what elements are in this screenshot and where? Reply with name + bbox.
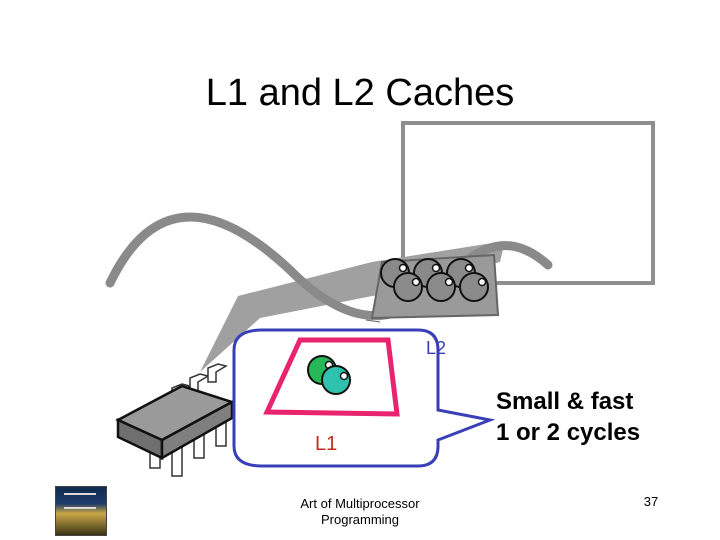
slide-number: 37 — [643, 494, 659, 509]
l1-cache-balls — [307, 355, 351, 395]
l2-ball — [393, 272, 423, 302]
book-title-block — [64, 493, 96, 509]
l1-ball-teal — [321, 365, 351, 395]
footer-line-2: Programming — [320, 512, 400, 527]
callout-text: Small & fast 1 or 2 cycles — [496, 386, 640, 448]
l2-label: L2 — [426, 338, 446, 358]
l2-ball — [426, 272, 456, 302]
book-cover-icon — [55, 486, 107, 536]
l2-cache-balls — [380, 258, 489, 302]
bus-curve — [105, 212, 553, 321]
l2-ball — [459, 272, 489, 302]
l2-tray-edge — [365, 319, 381, 323]
l1-label: L1 — [315, 433, 337, 455]
chip-front — [160, 399, 234, 461]
callout-line-2: 1 or 2 cycles — [496, 419, 641, 446]
slide-title: L1 and L2 Caches — [205, 72, 515, 114]
footer-line-1: Art of Multiprocessor — [300, 496, 420, 511]
footer-text: Art of Multiprocessor Programming — [270, 496, 450, 528]
callout-line-1: Small & fast — [496, 388, 634, 415]
processor-chip-icon — [115, 363, 240, 477]
